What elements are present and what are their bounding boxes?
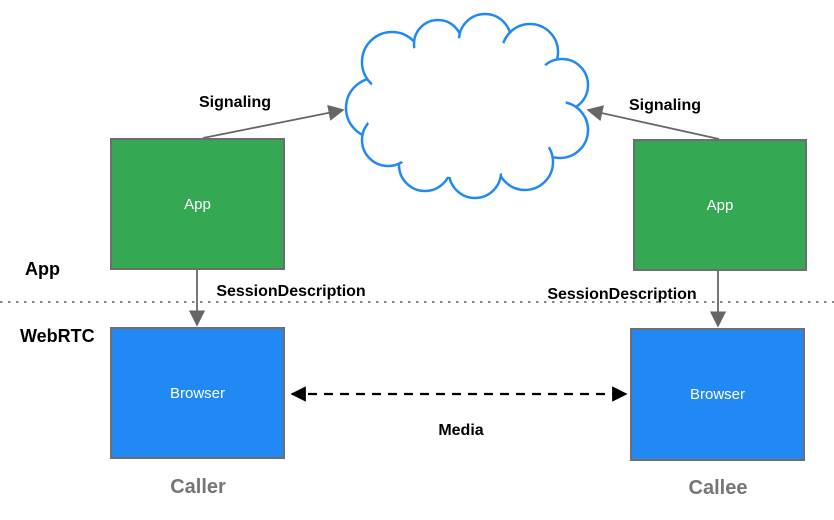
callee-browser-label: Browser xyxy=(689,386,745,403)
session-description-label-right: SessionDescription xyxy=(547,286,697,303)
callee-role-label: Callee xyxy=(688,477,748,499)
callee-app-label: App xyxy=(706,196,734,214)
callee-app-box: App xyxy=(633,139,807,271)
signaling-label-right: Signaling xyxy=(629,97,701,114)
signaling-arrow-right xyxy=(586,105,720,140)
network-cloud-icon xyxy=(344,12,590,200)
app-layer-label: App xyxy=(25,259,60,279)
caller-browser-label: Browser xyxy=(169,384,225,402)
session-description-label-left: SessionDescription xyxy=(216,283,366,300)
caller-role-label: Caller xyxy=(170,476,226,498)
webrtc-layer-label: WebRTC xyxy=(20,326,95,346)
caller-app-box: App xyxy=(110,138,285,270)
media-label: Media xyxy=(438,422,484,439)
callee-browser-box: Browser xyxy=(630,328,805,461)
caller-app-label: App xyxy=(184,195,211,213)
signaling-label-left: Signaling xyxy=(199,94,271,111)
caller-browser-box: Browser xyxy=(110,327,285,459)
signaling-arrow-left xyxy=(202,104,345,139)
